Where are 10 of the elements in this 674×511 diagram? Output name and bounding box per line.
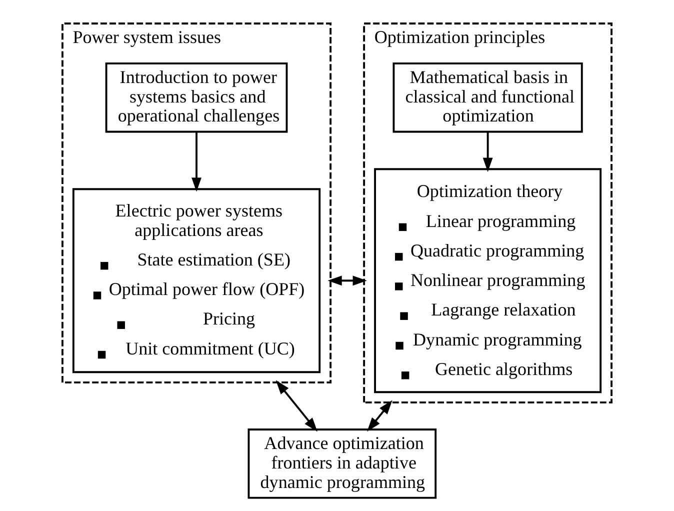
arrow	[276, 380, 318, 432]
node-box: Introduction to power systems basics and operational challenges	[105, 62, 288, 133]
arrow	[192, 132, 202, 192]
node-box: Electric power systems applications areas State estimation (SE) Optimal power flow (OPF) Pricing Unit commitment (UC)	[72, 188, 321, 374]
arrow	[328, 276, 367, 286]
node-box: Mathematical basis in classical and functional optimization	[392, 62, 583, 133]
node-box: Optimization theory Linear programming Quadratic programming Nonlinear programming Lagrange relaxation Dynamic programming Genetic algorithms	[374, 168, 602, 394]
arrow	[366, 400, 392, 432]
arrow	[482, 132, 493, 172]
node-box: Advance optimization frontiers in adaptive dynamic programming	[248, 428, 437, 499]
